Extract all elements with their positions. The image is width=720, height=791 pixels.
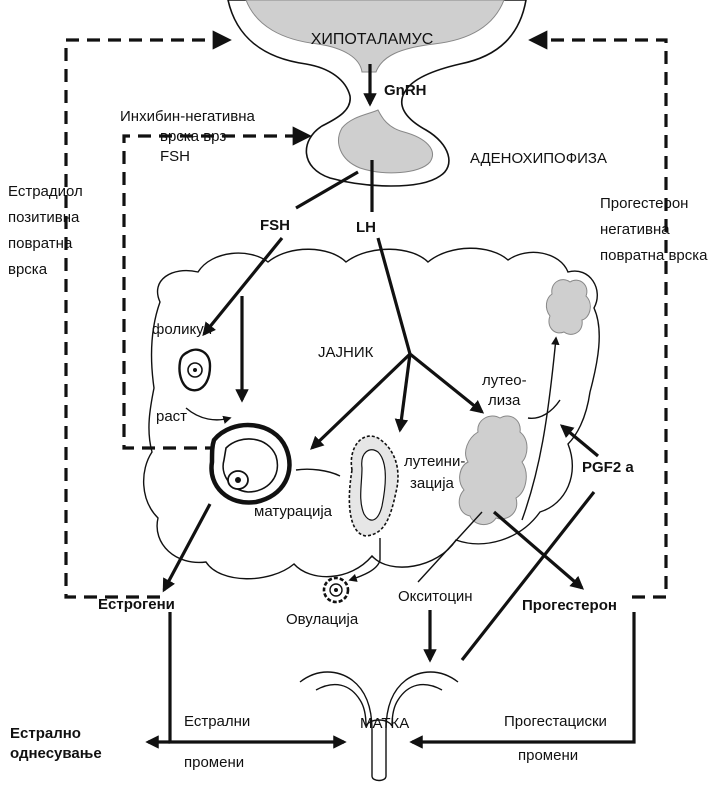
estrogen-arrow bbox=[164, 504, 210, 590]
progesterone-fb-label-line2: негативна bbox=[600, 221, 670, 238]
estrogens-label: Естрогени bbox=[98, 596, 175, 613]
small-follicle bbox=[180, 350, 211, 391]
progesterone-label: Прогестерон bbox=[522, 597, 617, 614]
inhibin-label-line3: FSH bbox=[160, 148, 190, 165]
estrous-changes-label-line2: промени bbox=[184, 754, 244, 771]
corpus-luteum bbox=[459, 416, 527, 525]
estradiol-label-line1: Естрадиол bbox=[8, 183, 83, 200]
progestational-changes-label-line1: Прогестациски bbox=[504, 713, 607, 730]
lh-arrow-corpus-luteum bbox=[410, 354, 482, 412]
uterus-label: МАТКА bbox=[360, 715, 409, 732]
luteinizing-follicle bbox=[349, 436, 398, 536]
fsh-label: FSH bbox=[260, 217, 290, 234]
estrous-changes-label-line1: Естрални bbox=[184, 713, 250, 730]
luteolysis-label-line2: лиза bbox=[488, 392, 521, 409]
estrous-behaviour-label-line2: однесување bbox=[10, 745, 102, 762]
progesterone-fb-label-line1: Прогестерон bbox=[600, 195, 688, 212]
growth-arrow bbox=[186, 408, 230, 420]
growth-label: раст bbox=[156, 408, 187, 425]
released-ovum bbox=[324, 578, 348, 602]
ovary-label: ЈАЈНИК bbox=[318, 344, 374, 361]
luteolysis-connector bbox=[528, 400, 560, 418]
pgf2a-label: PGF2 a bbox=[582, 459, 634, 476]
pgf2a-arrow-to-corpus bbox=[562, 426, 598, 456]
progestational-changes-label-line2: промени bbox=[518, 747, 578, 764]
luteinization-label-line2: зација bbox=[410, 475, 455, 492]
lh-trunk bbox=[378, 238, 410, 354]
gnrh-label: GnRH bbox=[384, 82, 427, 99]
follicle-label: фоликул bbox=[152, 321, 212, 338]
regressing-corpus bbox=[546, 280, 590, 335]
lh-label: LH bbox=[356, 219, 376, 236]
estradiol-label-line2: позитивна bbox=[8, 209, 80, 226]
maturation-connector bbox=[296, 469, 340, 476]
luteolysis-arrow bbox=[522, 338, 556, 520]
estrous-behaviour-label-line1: Естрално bbox=[10, 725, 81, 742]
luteinization-label-line1: лутеини- bbox=[404, 453, 465, 470]
inhibin-label-line1: Инхибин-негативна bbox=[120, 108, 255, 125]
mature-follicle bbox=[211, 425, 289, 502]
maturation-label: матурација bbox=[254, 503, 333, 520]
progesterone-fb-label-line3: повратна врска bbox=[600, 247, 708, 264]
lh-arrow-luteinization bbox=[400, 354, 410, 430]
adenohypophysis-label: АДЕНОХИПОФИЗА bbox=[470, 150, 607, 167]
hypothalamus-label: ХИПОТАЛАМУС bbox=[311, 31, 434, 48]
oxytocin-line bbox=[418, 512, 482, 582]
ovulation-label: Овулација bbox=[286, 611, 359, 628]
oxytocin-label: Окситоцин bbox=[398, 588, 473, 605]
estradiol-label-line3: повратна bbox=[8, 235, 73, 252]
luteolysis-label-line1: лутео- bbox=[482, 372, 527, 389]
lh-arrow-maturation bbox=[312, 354, 410, 448]
estradiol-label-line4: врска bbox=[8, 261, 48, 278]
